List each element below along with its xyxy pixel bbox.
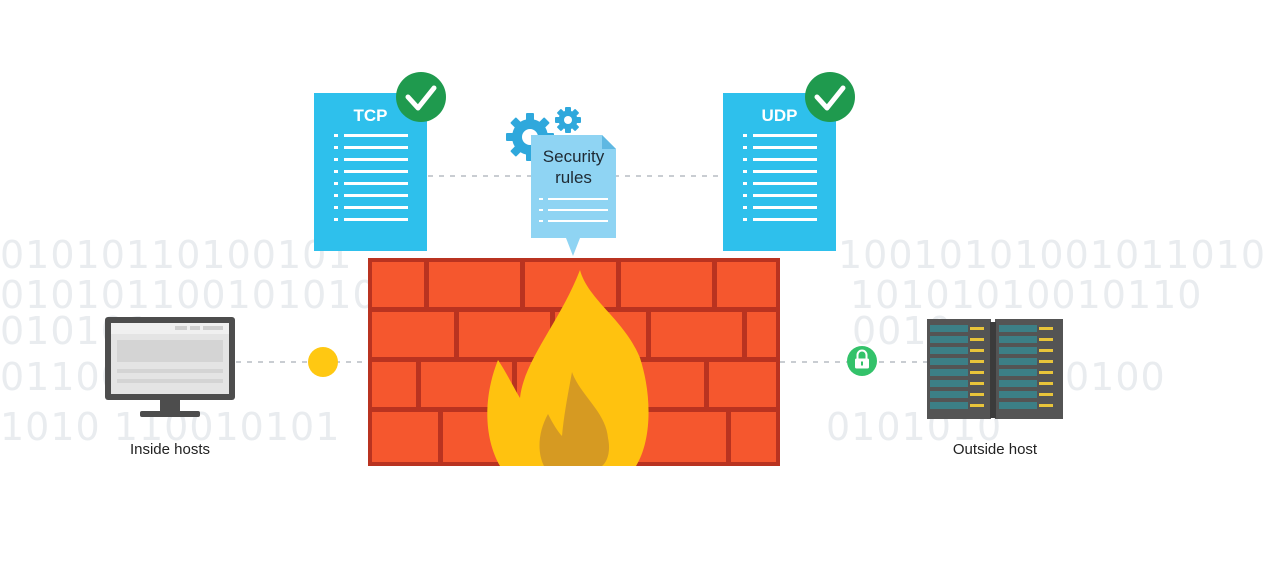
- binary-text: 10010101001011010: [838, 233, 1266, 277]
- lock-icon: [847, 346, 877, 376]
- server-icon: [927, 319, 1063, 419]
- binary-text: 10101010010110: [850, 273, 1203, 317]
- fire-icon: [487, 270, 649, 466]
- monitor-icon: [105, 317, 235, 417]
- security-rules-line-1: Security: [542, 147, 605, 166]
- binary-text: 0100: [1065, 355, 1166, 399]
- binary-text: 01010110100101: [0, 233, 353, 277]
- tcp-document: [314, 93, 427, 251]
- security-rules-line-2: rules: [555, 168, 592, 187]
- inside-hosts-label: Inside hosts: [129, 441, 211, 458]
- binary-text: 010101100101010: [0, 273, 378, 317]
- tcp-label: TCP: [353, 106, 388, 125]
- security-rules-label: Security rules: [531, 146, 616, 188]
- udp-label: UDP: [761, 106, 798, 125]
- tcp-check-icon: [396, 72, 446, 122]
- outside-host-label: Outside host: [952, 441, 1038, 458]
- binary-text: 01100: [0, 355, 126, 399]
- diagram-graphics: [105, 72, 1063, 466]
- security-rules-callout: [531, 135, 616, 256]
- udp-check-icon: [805, 72, 855, 122]
- connection-node: [308, 347, 338, 377]
- firewall-diagram: 01010110100101 010101100101010 010101 01…: [0, 72, 1265, 466]
- udp-document: [723, 93, 836, 251]
